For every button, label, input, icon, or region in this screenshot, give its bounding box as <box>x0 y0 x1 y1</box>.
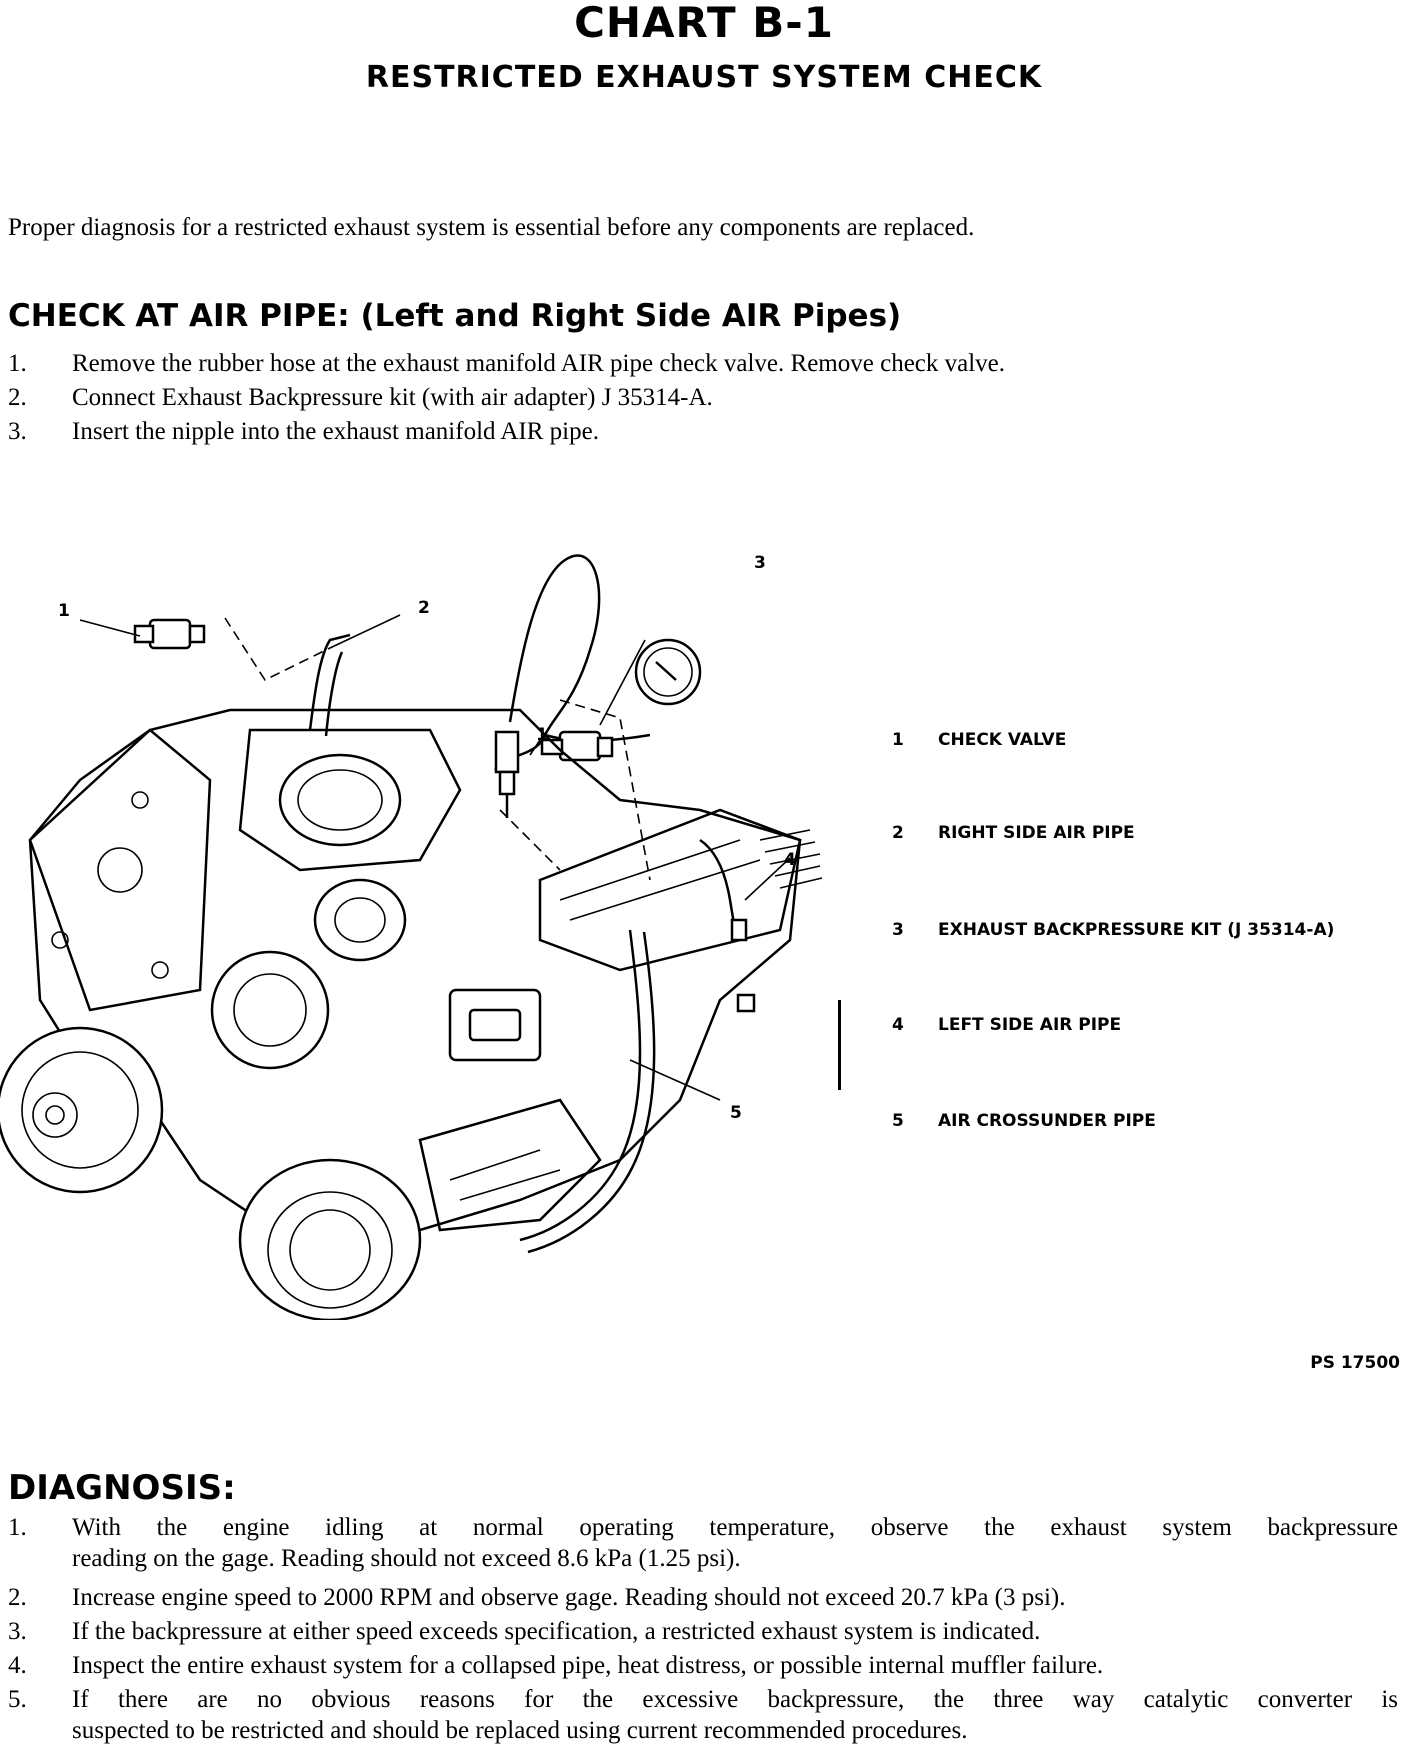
step-text: Insert the nipple into the exhaust manif… <box>72 418 599 445</box>
diagnosis-heading: DIAGNOSIS: <box>8 1468 236 1508</box>
step-number: 5. <box>8 1686 27 1713</box>
valve-cover <box>538 808 802 972</box>
step-text: Inspect the entire exhaust system for a … <box>72 1652 1104 1679</box>
step-number: 2. <box>8 1584 27 1611</box>
check-section-heading: CHECK AT AIR PIPE: (Left and Right Side … <box>8 298 902 334</box>
air-crossunder-pipe <box>519 929 642 1242</box>
check-valve-icon <box>133 618 206 650</box>
step-text: Remove the rubber hose at the exhaust ma… <box>72 350 1006 377</box>
engine-illustration: 1 2 3 1 4 5 <box>0 553 823 1320</box>
step-number: 3. <box>8 1618 27 1645</box>
callout-number: 4 <box>784 850 796 870</box>
callout-number: 5 <box>730 1103 742 1123</box>
step-number: 3. <box>8 418 27 445</box>
callout-number: 1 <box>58 601 70 621</box>
step-text: Connect Exhaust Backpressure kit (with a… <box>72 384 713 411</box>
step-text: With the engine idling at normal operati… <box>72 1514 1398 1572</box>
callout-number: 1 <box>536 725 548 745</box>
step-number: 4. <box>8 1652 27 1679</box>
callout-number: 3 <box>754 553 766 573</box>
check-valve-icon <box>540 730 614 762</box>
step-text: Increase engine speed to 2000 RPM and ob… <box>72 1584 1066 1611</box>
step-number: 2. <box>8 384 27 411</box>
throttle-body-icon <box>278 753 402 847</box>
callout-number: 2 <box>418 598 430 618</box>
figure-code: PS 17500 <box>1310 1353 1400 1373</box>
step-text: If the backpressure at either speed exce… <box>72 1618 1041 1645</box>
right-side-air-pipe <box>308 633 351 731</box>
left-side-air-pipe <box>699 838 737 931</box>
intro-text: Proper diagnosis for a restricted exhaus… <box>8 214 975 241</box>
step-text: If there are no obvious reasons for the … <box>72 1686 1398 1744</box>
engine-block <box>28 708 802 1242</box>
page-subtitle: RESTRICTED EXHAUST SYSTEM CHECK <box>365 60 1043 95</box>
legend-divider <box>838 1000 841 1090</box>
page-title: CHART B-1 <box>574 0 834 47</box>
step-number: 1. <box>8 1514 27 1541</box>
adapter-fitting-icon <box>494 730 520 774</box>
step-number: 1. <box>8 350 27 377</box>
crank-pulley-icon <box>238 1158 422 1320</box>
